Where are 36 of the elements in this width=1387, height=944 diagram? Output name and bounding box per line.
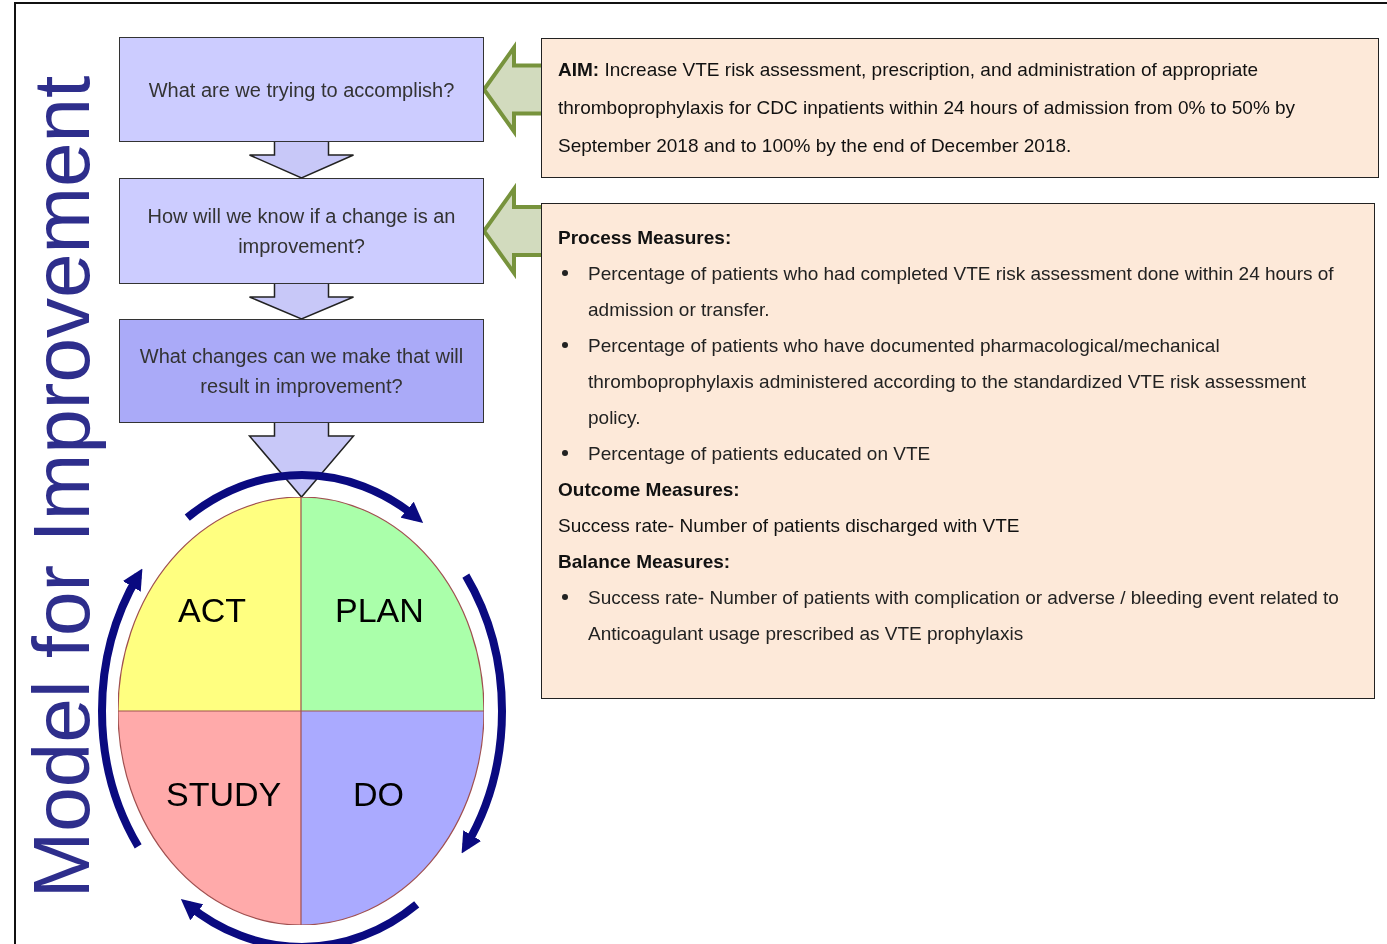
measure-item: Percentage of patients who had completed VTE risk assessment done within 24 hours of admission or transfer. [588,262,1335,322]
question-text: What changes can we make that will result in improvement? [138,344,465,399]
measure-item: Percentage of patients who have documented pharmacological/mechanical thromboprophylaxis administered according to the standardized VTE risk assessment policy. [588,334,1308,430]
aim-statement: AIM: Increase VTE risk assessment, prescription, and administration of appropriate thromboprophylaxis for CDC inpatients within 24 hours of admission from 0% to 50% by September 2018 and to 100% by the end of December 2018. [558,58,1297,158]
phase-label: ACT [178,593,246,627]
question-text: How will we know if a change is an improvement? [146,204,457,259]
section-heading: Outcome Measures: [558,478,741,502]
cycle-circle [118,497,484,925]
quadrant [301,497,484,711]
quadrant [301,711,484,925]
section-heading: Process Measures: [558,226,733,250]
cycle-arrow [180,899,420,944]
measure-item: Percentage of patients educated on VTE [588,442,931,466]
section-heading: Balance Measures: [558,550,732,574]
block-arrow [481,41,543,138]
phase-label: PLAN [335,593,424,627]
cycle-arrow [462,573,506,854]
cycle-arrow [98,568,142,849]
block-arrow [481,182,543,280]
block-arrow [247,422,356,499]
phase-label: DO [353,777,404,811]
cycle-arrow [184,471,424,523]
block-arrow [248,283,355,320]
question-box [119,319,484,423]
measures-box [541,203,1375,699]
question-box [119,37,484,142]
aim-box [541,38,1379,178]
question-box [119,178,484,284]
measure-text: Success rate- Number of patients discharged with VTE [558,514,1021,538]
measure-item: Success rate- Number of patients with complication or adverse / bleeding event related to Anticoagulant usage prescribed as VTE prophylaxis [588,586,1340,646]
question-text: What are we trying to accomplish? [148,77,455,103]
vertical-title: Model for Improvement [20,74,104,901]
quadrant [118,497,301,711]
block-arrow [248,141,355,179]
quadrant [118,711,301,925]
phase-label: STUDY [166,777,282,811]
